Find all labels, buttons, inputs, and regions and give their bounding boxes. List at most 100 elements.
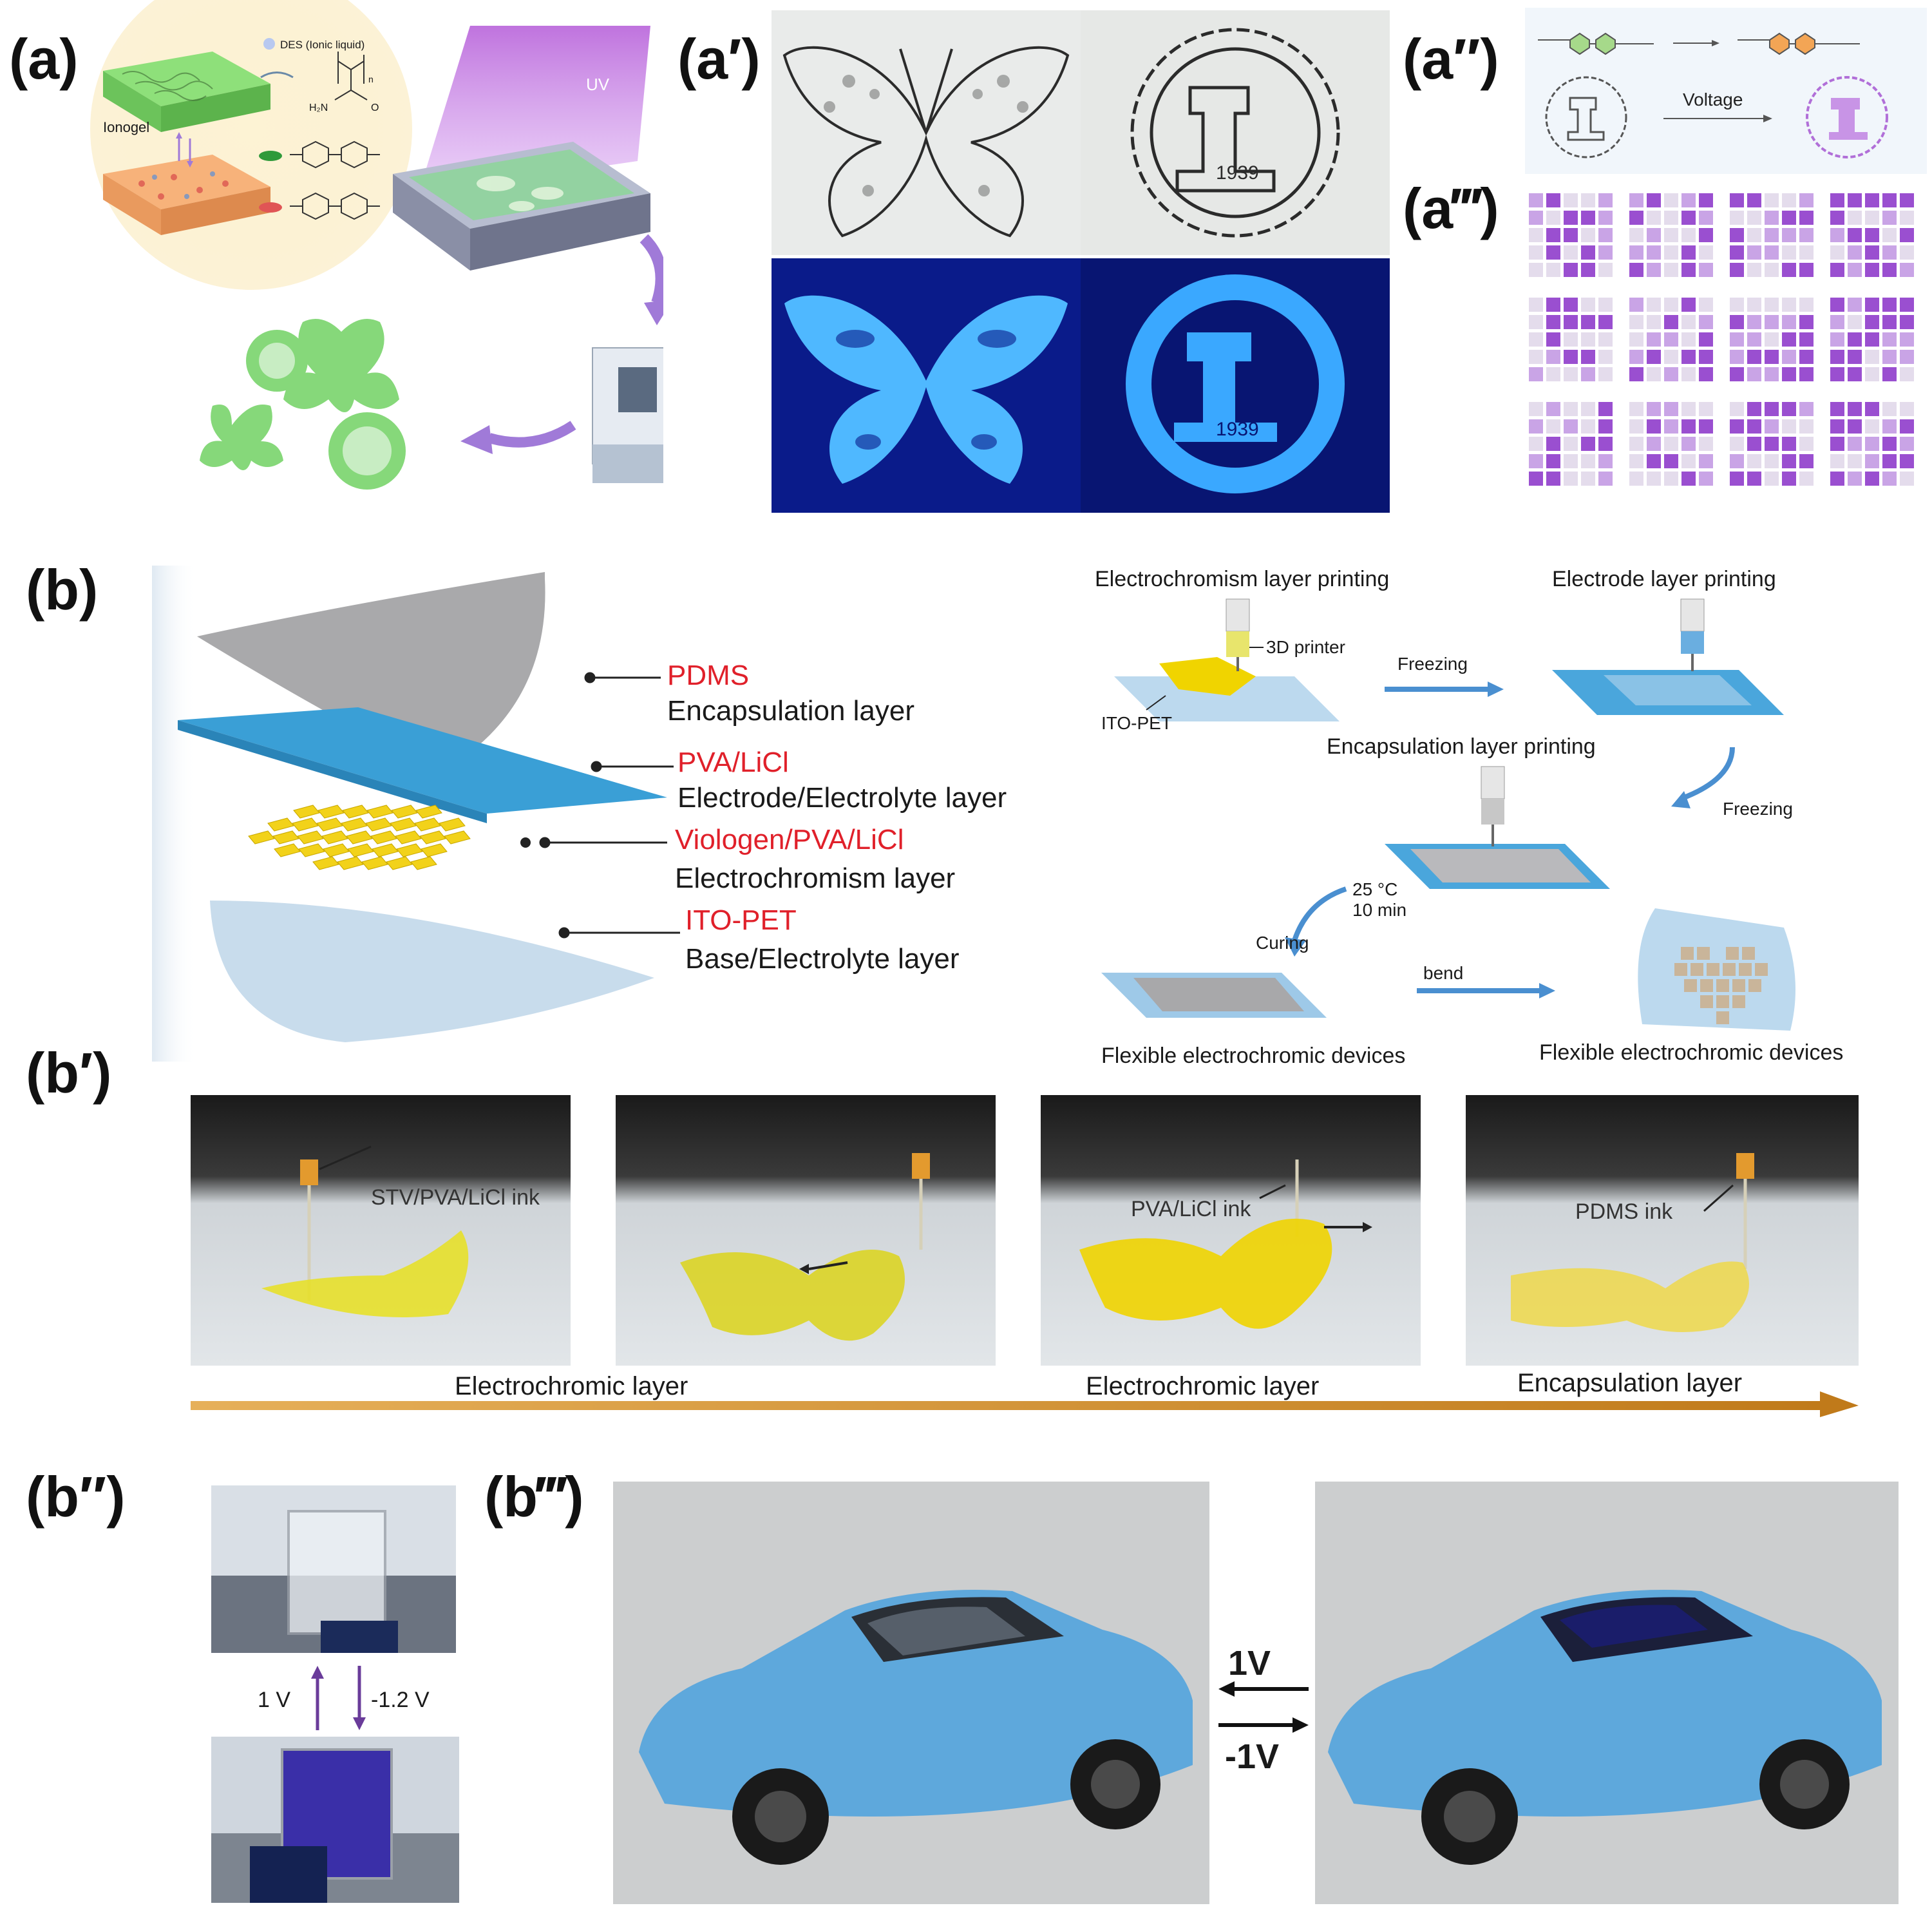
- encapsulation-coat: [1410, 849, 1591, 882]
- substrate-leader: [1146, 695, 1166, 711]
- des-dot: [263, 38, 275, 50]
- pixel-cell: [1664, 193, 1678, 207]
- pixel-cell: [1647, 211, 1661, 225]
- pixel-cell: [1830, 419, 1844, 434]
- butterfly-pattern: [824, 75, 1028, 196]
- pixel-cell: [1598, 332, 1613, 347]
- pixel-cell: [1529, 332, 1543, 347]
- pixel-cell: [1546, 350, 1560, 364]
- pixel-cell: [1598, 350, 1613, 364]
- pixel-cell: [1830, 454, 1844, 468]
- device-transparent-photo: [211, 1485, 456, 1653]
- pixel-cell: [1882, 350, 1897, 364]
- pixel-cell: [1581, 332, 1595, 347]
- device-colored-photo: [211, 1737, 459, 1903]
- printer-label: 3D printer: [1266, 637, 1345, 657]
- pixel-cell: [1681, 472, 1696, 486]
- pixel-cell: [1799, 245, 1814, 260]
- butterfly-uv-pattern: [836, 330, 1016, 450]
- pixel-cell: [1529, 228, 1543, 242]
- pixel-cell: [1747, 402, 1761, 416]
- pixel-cell: [1799, 402, 1814, 416]
- pixel-cell: [1529, 298, 1543, 312]
- pixel-cell: [1681, 402, 1696, 416]
- pixel-cell: [1629, 263, 1643, 277]
- car-model-transparent-roof: [639, 1590, 1193, 1865]
- pixel-cell: [1782, 472, 1796, 486]
- pixel-cell: [1664, 402, 1678, 416]
- pixel-cell: [1598, 263, 1613, 277]
- viologen-red: [259, 192, 380, 220]
- pixel-cell: [1782, 193, 1796, 207]
- pixel-cell: [1529, 419, 1543, 434]
- pixel-cell: [1681, 245, 1696, 260]
- pixel-cell: [1882, 211, 1897, 225]
- panel-label-b-triple-prime: (b‴): [484, 1465, 584, 1529]
- ionogel-orange-block: [103, 155, 270, 235]
- up-arrow-head: [311, 1666, 324, 1679]
- pixel-cell: [1747, 472, 1761, 486]
- step-electrochromism-printing: Electrochromism layer printing: [1095, 567, 1389, 591]
- pixel-cell: [1699, 419, 1713, 434]
- pixel-cell: [1647, 454, 1661, 468]
- pixel-cell: [1529, 193, 1543, 207]
- pixel-cell: [1699, 454, 1713, 468]
- pixel-cell: [1699, 193, 1713, 207]
- flat-device-coat: [1133, 978, 1304, 1011]
- pixel-cell: [1699, 402, 1713, 416]
- panel-a-prime-photos: 1939 1939: [772, 10, 1390, 513]
- pixel-cell: [1900, 193, 1914, 207]
- pixel-cell: [1529, 315, 1543, 329]
- pixel-cell: [1598, 437, 1613, 451]
- pixel-cell: [1848, 298, 1862, 312]
- uv-label: UV: [586, 75, 610, 94]
- pixel-cell: [1664, 211, 1678, 225]
- pixel-cell: [1629, 367, 1643, 381]
- pixel-cell: [1900, 332, 1914, 347]
- resin-vat: [393, 142, 650, 271]
- panel-b-double-prime-photos: 1 V -1.2 V: [211, 1485, 459, 1903]
- pixel-cell: [1765, 437, 1779, 451]
- device-label-1: Flexible electrochromic devices: [1101, 1044, 1405, 1068]
- pixel-cell: [1765, 454, 1779, 468]
- stamp-year-uv: 1939: [1216, 419, 1259, 440]
- pixel-cell: [1848, 437, 1862, 451]
- pixel-cell: [1546, 367, 1560, 381]
- printer-nozzle-2-icon: [1680, 598, 1705, 671]
- pixel-cell: [1882, 298, 1897, 312]
- pixel-cell: [1782, 454, 1796, 468]
- pixel-cell: [1882, 437, 1897, 451]
- pixel-cell: [1564, 402, 1578, 416]
- pixel-cell: [1799, 419, 1814, 434]
- pixel-cell: [1529, 263, 1543, 277]
- pixel-cell: [1900, 419, 1914, 434]
- pixel-cell: [1848, 211, 1862, 225]
- car-model-dark-roof: [1328, 1590, 1882, 1865]
- freezing-arrow-2: [1680, 747, 1735, 801]
- pixel-cell: [1629, 454, 1643, 468]
- pixel-cell: [1882, 367, 1897, 381]
- pixel-cell: [1765, 419, 1779, 434]
- pixel-cell: [1564, 350, 1578, 364]
- electrochromic-tile: [439, 817, 466, 832]
- heart-pixel-pattern: [1674, 947, 1768, 1024]
- stamp-year-light: 1939: [1216, 162, 1259, 184]
- pixel-cell: [1564, 211, 1578, 225]
- reverse-voltage-label: -1V: [1225, 1737, 1279, 1776]
- pixel-cell: [1546, 298, 1560, 312]
- exchange-arrows: [176, 132, 193, 167]
- electrochromic-tile: [347, 843, 374, 857]
- amide-oxygen: O: [371, 102, 379, 113]
- pixel-cell: [1900, 437, 1914, 451]
- pixel-cell: [1865, 211, 1879, 225]
- photo-print-step-3: [1041, 1095, 1421, 1366]
- pixel-cell: [1882, 245, 1897, 260]
- pixel-cell: [1765, 263, 1779, 277]
- pixel-cell: [1782, 367, 1796, 381]
- amide-formula: H₂N: [309, 102, 328, 113]
- pixel-cell: [1882, 332, 1897, 347]
- pixel-cell: [1747, 350, 1761, 364]
- electrochromic-tile: [390, 817, 417, 832]
- pixel-cell: [1730, 245, 1744, 260]
- pixel-cell: [1699, 298, 1713, 312]
